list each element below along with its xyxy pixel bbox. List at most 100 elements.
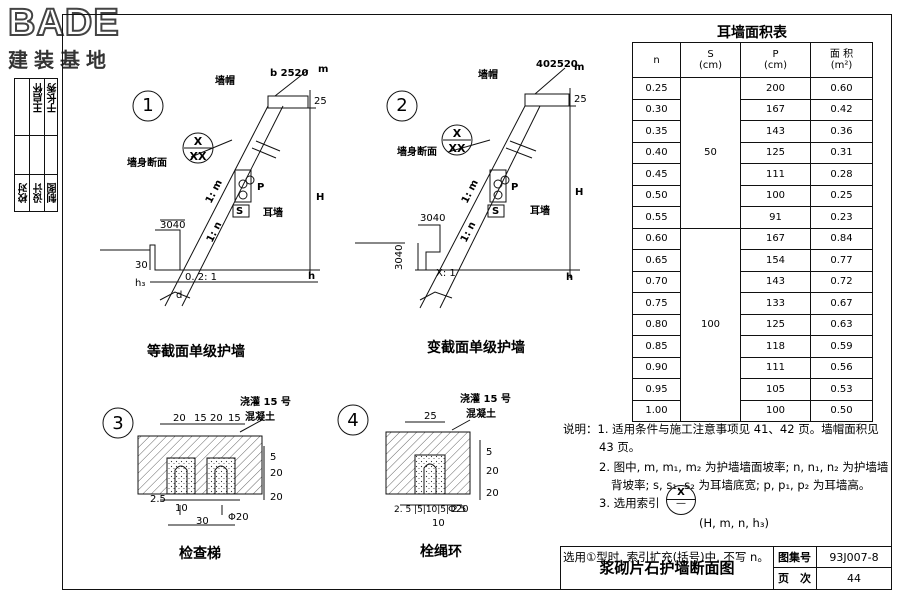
figure-2 bbox=[355, 67, 580, 309]
fig1-earwall-label: 耳墙 bbox=[263, 206, 283, 219]
fig1-section-xx: XX bbox=[190, 150, 207, 163]
fig4-pour: 浇灌 15 号 bbox=[460, 392, 511, 405]
figure-2-section-circle bbox=[441, 124, 473, 156]
fig2-H-label: H bbox=[575, 187, 583, 198]
fig1-section-label: 墙身断面 bbox=[127, 156, 167, 169]
fig1-p-label: P bbox=[257, 182, 264, 193]
cell-n: 0.70 bbox=[632, 270, 681, 293]
cell-p: 111 bbox=[740, 163, 811, 186]
fig1-dims-top: b 2520 bbox=[270, 68, 309, 79]
figure-3 bbox=[102, 407, 265, 526]
fig3-dim20a: 20 bbox=[270, 468, 283, 479]
cell-n: 0.30 bbox=[632, 98, 681, 121]
fig3-dim10: 10 bbox=[175, 503, 188, 514]
cell-p: 118 bbox=[740, 335, 811, 358]
fig4-concrete: 混凝土 bbox=[466, 407, 496, 420]
fig1-caption: 等截面单级护墙 bbox=[147, 343, 245, 360]
fig2-dims-top: 402520 bbox=[536, 59, 578, 70]
fig3-pour: 浇灌 15 号 bbox=[240, 395, 291, 408]
fig1-number-circle bbox=[132, 90, 164, 122]
atlas-value: 93J007-8 bbox=[817, 547, 891, 568]
fig2-dims-base: 3040 bbox=[420, 213, 445, 224]
figure-1 bbox=[100, 69, 320, 307]
cell-p: 143 bbox=[740, 120, 811, 143]
fig1-H-label: H bbox=[316, 192, 324, 203]
cell-p: 100 bbox=[740, 184, 811, 207]
fig3-dim5: 5 bbox=[270, 452, 276, 463]
cell-p: 167 bbox=[740, 98, 811, 121]
cell-area: 0.50 bbox=[810, 399, 873, 422]
fig4-caption: 栓绳环 bbox=[420, 543, 462, 560]
fig1-section-x: X bbox=[194, 135, 203, 148]
cell-n: 0.80 bbox=[632, 313, 681, 336]
cell-n: 0.60 bbox=[632, 227, 681, 250]
fig4-number: 4 bbox=[347, 410, 358, 431]
fig2-slope2: 1: n bbox=[459, 220, 479, 244]
cell-p: 125 bbox=[740, 141, 811, 164]
fig2-dim25: 25 bbox=[574, 94, 587, 105]
cell-area: 0.67 bbox=[810, 292, 873, 315]
fig1-dims-base: 3040 bbox=[160, 220, 185, 231]
fig3-dim-top-2: 15 bbox=[194, 413, 207, 424]
fig2-m1-label: m bbox=[574, 62, 584, 73]
drawing-frame bbox=[62, 14, 892, 590]
logo: BADE 建装基地 bbox=[7, 2, 120, 73]
cell-p: 91 bbox=[740, 206, 811, 229]
cell-area: 0.31 bbox=[810, 141, 873, 164]
fig1-number: 1 bbox=[142, 95, 153, 116]
cell-area: 0.25 bbox=[810, 184, 873, 207]
cell-area: 0.84 bbox=[810, 227, 873, 250]
note-line-2: 43 页。 bbox=[599, 440, 641, 454]
fig2-cap-label: 墙帽 bbox=[478, 68, 498, 81]
cell-n: 0.45 bbox=[632, 163, 681, 186]
notes-block: 说明：1. 适用条件与施工注意事项见 41、42 页。墙帽面积见 43 页。 2… bbox=[563, 420, 889, 566]
drawing-title: 浆砌片石护墙断面图 bbox=[561, 547, 774, 589]
note-line-1: 说明：1. 适用条件与施工注意事项见 41、42 页。墙帽面积见 bbox=[563, 422, 879, 436]
fig2-number: 2 bbox=[396, 95, 407, 116]
header-area: 面 积 (m²) bbox=[810, 42, 873, 78]
fig1-d: d bbox=[176, 290, 182, 301]
cell-area: 0.63 bbox=[810, 313, 873, 336]
fig2-s-label: S bbox=[492, 206, 499, 217]
cell-n: 0.55 bbox=[632, 206, 681, 229]
fig1-h30: 30 bbox=[135, 260, 148, 271]
table-title: 耳墙面积表 bbox=[717, 25, 787, 41]
cell-p: 105 bbox=[740, 378, 811, 401]
cell-p: 111 bbox=[740, 356, 811, 379]
table-header-row: n S (cm) P (cm) 面 积 (m²) bbox=[632, 42, 873, 78]
cell-p: 167 bbox=[740, 227, 811, 250]
fig2-h-label: h bbox=[566, 272, 573, 283]
cell-area: 0.23 bbox=[810, 206, 873, 229]
fig1-h3: h₃ bbox=[135, 278, 145, 289]
cell-area: 0.56 bbox=[810, 356, 873, 379]
fig2-p-label: P bbox=[511, 182, 518, 193]
cell-n: 0.95 bbox=[632, 378, 681, 401]
fig3-caption: 检查梯 bbox=[179, 545, 221, 562]
fig3-dim-bot: 2.5 bbox=[150, 494, 166, 505]
cell-s-group: 100 bbox=[680, 227, 741, 422]
note-line-3: 2. 图中, m, m₁, m₂ 为护墙墙面坡率; n, n₁, n₂ 为护墙墙 bbox=[599, 460, 889, 474]
logo-brand: BADE bbox=[7, 2, 120, 44]
fig2-caption: 变截面单级护墙 bbox=[427, 339, 525, 356]
fig2-section-x: X bbox=[453, 127, 462, 140]
fig2-h30: 3040 bbox=[394, 245, 405, 270]
fig3-dim30: 30 bbox=[196, 516, 209, 527]
figure-3-labels: 3 浇灌 15 号 混凝土 20 15 20 15 2.5 10 30 5 20… bbox=[112, 395, 291, 527]
signature-block: 校对 设计 制图 王启怀 于长秀 bbox=[14, 78, 59, 212]
cell-n: 0.25 bbox=[632, 77, 681, 100]
note-line-4: 背坡率; s, s₁, s₂ 为耳墙底宽; p, p₁, p₂ 为耳墙高。 bbox=[611, 478, 871, 492]
header-p: P (cm) bbox=[740, 42, 811, 78]
cell-n: 0.75 bbox=[632, 292, 681, 315]
fig3-number: 3 bbox=[112, 413, 123, 434]
cell-area: 0.28 bbox=[810, 163, 873, 186]
